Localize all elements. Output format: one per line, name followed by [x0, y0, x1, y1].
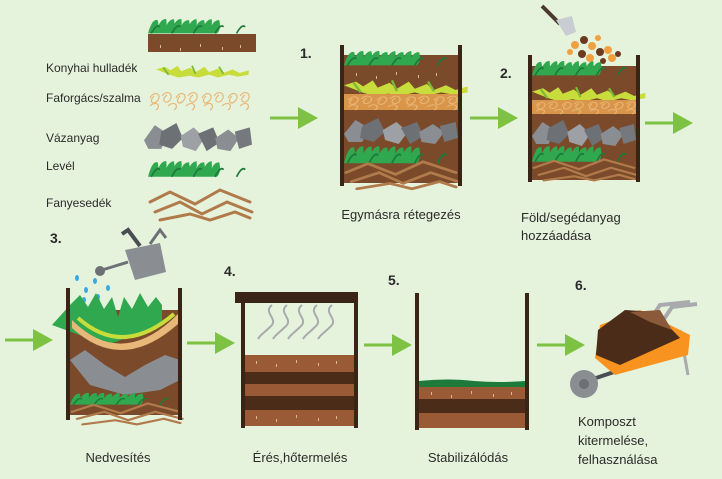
legend-stone-swatch [144, 123, 252, 152]
legend-label-woodchips-straw: Faforgács/szalma [46, 91, 141, 105]
step-4-bin [235, 292, 358, 428]
step-2-bin [528, 55, 647, 182]
arrow-icon [643, 110, 695, 136]
arrow-icon [185, 330, 237, 356]
step-6-caption-line-2: kitermelése, [578, 433, 648, 448]
step-4-number: 4. [224, 263, 236, 279]
arrow-icon [468, 105, 520, 131]
wheelbarrow-icon [570, 300, 698, 398]
step-2-number: 2. [500, 65, 512, 81]
arrow-icon [3, 327, 55, 353]
arrow-icon [268, 105, 320, 131]
legend-label-branch-prunings: Fanyesedék [46, 196, 112, 210]
arrow-icon [535, 332, 587, 358]
legend-straw-swatch [149, 91, 250, 111]
step-6-caption-line-3: felhasználása [578, 452, 658, 467]
legend-leaf-swatch [147, 160, 247, 178]
legend-label-leaf: Levél [46, 159, 75, 173]
step-5-caption: Stabilizálódás [428, 450, 509, 465]
legend-kitchen-swatch [155, 64, 250, 79]
step-3-bin [52, 288, 184, 427]
heat-steam-icon [257, 304, 335, 340]
bin-lid [235, 292, 357, 303]
legend-soil-swatch [147, 18, 256, 52]
step-3-number: 3. [50, 230, 62, 246]
legend-label-bulking-material: Vázanyag [46, 131, 99, 145]
step-4-caption: Érés,hőtermelés [253, 450, 348, 465]
legend: Konyhai hulladék Faforgács/szalma Vázany… [46, 18, 256, 222]
legend-branch-swatch [148, 188, 254, 222]
step-5-bin [415, 293, 529, 430]
step-2-caption-line-2: hozzáadása [521, 228, 592, 243]
arrow-icon [362, 332, 414, 358]
step-1-bin [340, 45, 469, 191]
watering-can-icon [95, 227, 168, 280]
step-6-number: 6. [575, 277, 587, 293]
step-3-caption: Nedvesítés [85, 450, 151, 465]
step-1-caption: Egymásra rétegezés [341, 207, 461, 222]
step-2-caption-line-1: Föld/segédanyag [521, 210, 621, 225]
shovel-icon [540, 4, 576, 36]
soil-additive-granules-icon [567, 35, 621, 64]
step-5-number: 5. [388, 272, 400, 288]
step-6-caption-line-1: Komposzt [578, 414, 636, 429]
legend-label-kitchen-waste: Konyhai hulladék [46, 61, 138, 75]
step-1-number: 1. [300, 45, 312, 61]
